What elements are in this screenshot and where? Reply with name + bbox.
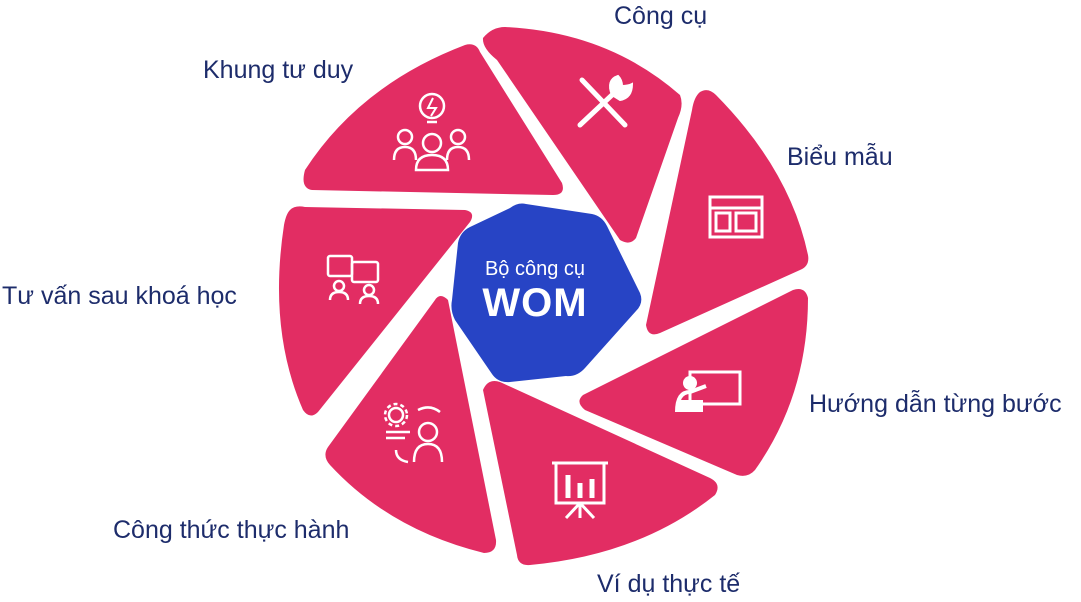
segment-khung[interactable] <box>303 44 563 195</box>
center-title: Bộ công cụ <box>484 258 586 280</box>
segment-cong-cu[interactable] <box>482 27 682 243</box>
center-brand: WOM <box>482 281 588 325</box>
team-idea-icon <box>392 92 471 172</box>
process-gear-icon <box>383 402 444 464</box>
label-huong-dan[interactable]: Hướng dẫn từng bước <box>809 390 1062 418</box>
label-vi-du[interactable]: Ví dụ thực tế <box>597 570 741 598</box>
label-khung[interactable]: Khung tư duy <box>203 56 354 84</box>
template-icon <box>708 195 764 239</box>
label-cong-cu[interactable]: Công cụ <box>614 2 708 30</box>
tools-icon <box>577 74 634 128</box>
label-tu-van[interactable]: Tư vấn sau khoá học <box>2 282 237 310</box>
presentation-board-icon <box>675 370 742 413</box>
segment-cong-thuc[interactable] <box>325 296 497 553</box>
consulting-chat-icon <box>326 254 380 305</box>
label-bieu-mau[interactable]: Biểu mẫu <box>787 143 893 171</box>
center-heptagon <box>451 203 642 383</box>
chart-easel-icon <box>552 461 608 520</box>
segment-vi-du[interactable] <box>483 381 718 566</box>
label-cong-thuc[interactable]: Công thức thực hành <box>113 516 350 544</box>
